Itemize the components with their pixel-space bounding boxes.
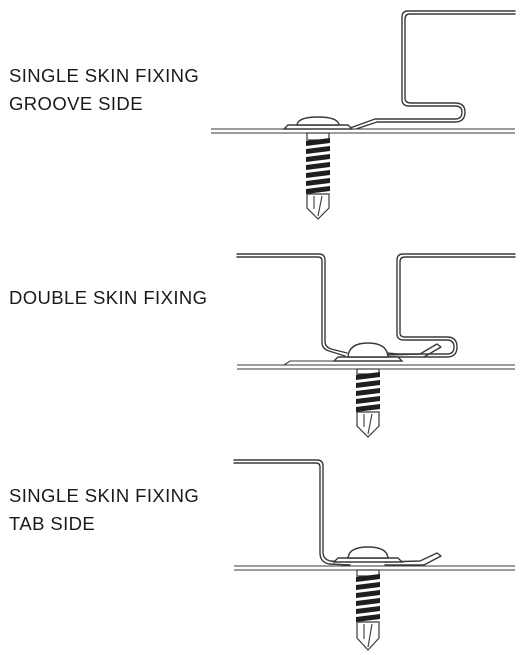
screw-washer: [282, 124, 354, 130]
panel-left-profile: [236, 253, 348, 354]
panel-left-profile-inner: [236, 256, 346, 357]
screw-washer: [332, 356, 404, 362]
screw-head: [296, 116, 340, 126]
screw-head: [347, 342, 389, 358]
panel-groove-profile-inner: [355, 13, 516, 130]
panel-right-profile: [385, 253, 516, 355]
label-line: GROOVE SIDE: [9, 93, 143, 114]
panel-right-profile-inner: [385, 256, 516, 358]
panel-left-profile-inner: [233, 462, 351, 566]
label-single-skin-groove-side: SINGLE SKIN FIXING GROOVE SIDE: [9, 62, 199, 118]
panel-left-profile: [233, 459, 351, 563]
screw-head: [347, 546, 389, 559]
screw-washer: [332, 557, 404, 563]
substrate-sheet: [211, 128, 515, 134]
lower-sheet-edge: [283, 360, 350, 366]
screw-thread: [356, 574, 380, 622]
label-line: SINGLE SKIN FIXING: [9, 65, 200, 86]
label-line: DOUBLE SKIN FIXING: [9, 287, 208, 308]
label-line: TAB SIDE: [9, 513, 96, 534]
diagram-single-skin-groove-side: [211, 10, 516, 220]
label-line: SINGLE SKIN FIXING: [9, 485, 200, 506]
substrate-sheet: [237, 364, 515, 370]
panel-tab: [384, 552, 442, 566]
panel-groove-profile: [349, 10, 516, 129]
panel-tab: [384, 343, 442, 358]
label-double-skin: DOUBLE SKIN FIXING: [9, 284, 207, 312]
screw-thread: [306, 138, 330, 194]
screw-thread: [356, 372, 380, 412]
label-single-skin-tab-side: SINGLE SKIN FIXING TAB SIDE: [9, 482, 199, 538]
drill-tip: [306, 193, 330, 220]
drill-tip: [356, 411, 380, 438]
diagram-double-skin: [236, 253, 516, 438]
diagram-single-skin-tab-side: [233, 459, 515, 651]
drill-tip: [356, 621, 380, 651]
